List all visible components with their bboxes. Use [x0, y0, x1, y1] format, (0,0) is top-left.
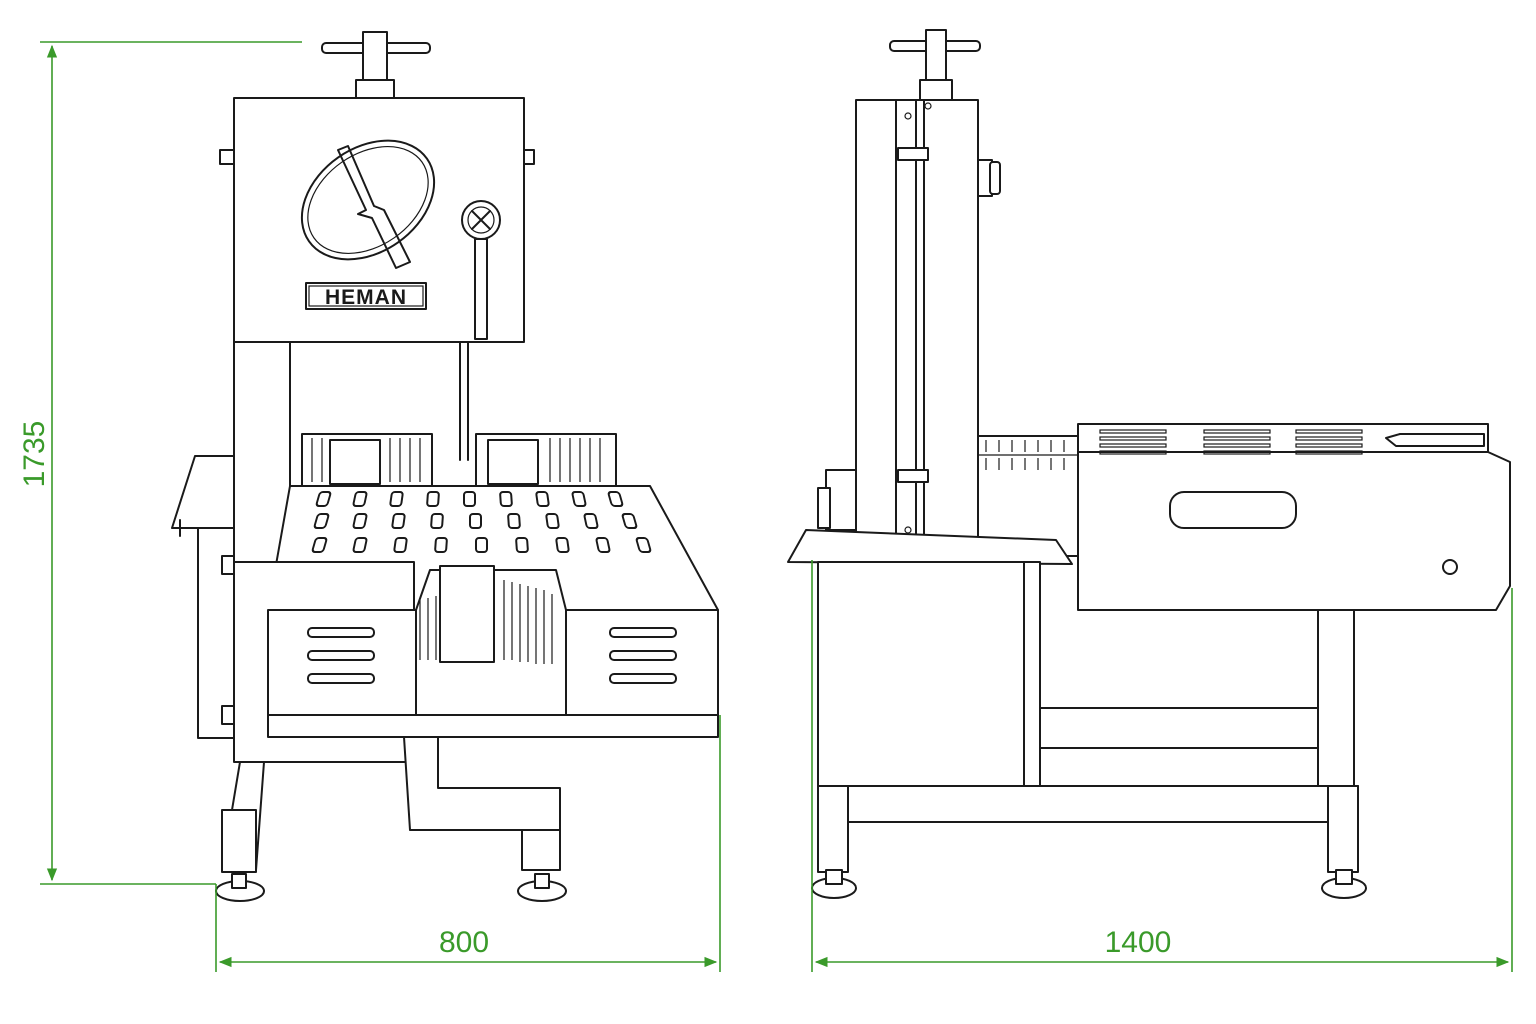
side-frame: [811, 785, 1367, 899]
side-base-cabinet: [817, 561, 1025, 787]
front-tension-handle: [321, 31, 431, 99]
side-tension-handle: [889, 29, 981, 101]
side-sliding-carriage: [1077, 423, 1489, 453]
front-view: HEMAN: [171, 31, 719, 902]
front-tension-knob: [461, 200, 501, 340]
width-dimension-label: 800: [439, 926, 489, 959]
side-roller-rail: [978, 440, 1078, 470]
depth-dimension-label: 1400: [1105, 926, 1172, 959]
front-vent-slots: [307, 627, 677, 684]
brand-label: HEMAN: [305, 282, 427, 310]
height-dimension-label: 1735: [18, 421, 51, 488]
side-vent-slots: [1099, 429, 1363, 455]
front-roller-conveyor: [301, 433, 617, 487]
brand-text: HEMAN: [325, 286, 407, 309]
dimension-lines: [40, 41, 1513, 972]
side-view: [787, 29, 1511, 899]
front-inspection-window: [300, 139, 436, 261]
